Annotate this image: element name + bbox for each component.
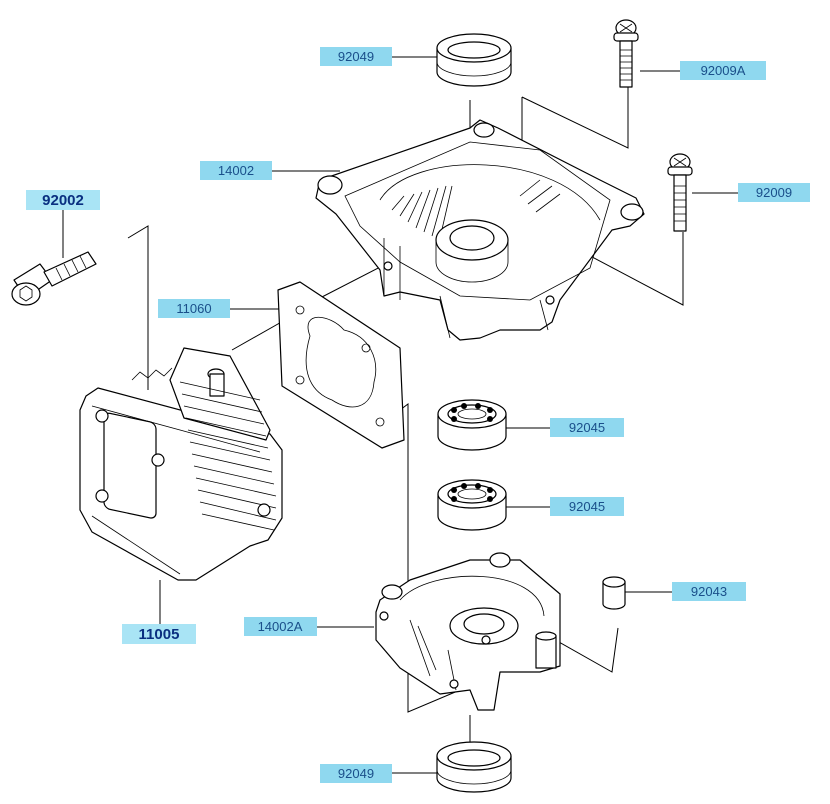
callout-92045-lower[interactable]: 92045 [550,497,624,516]
callout-11060[interactable]: 11060 [158,299,230,318]
svg-text:14002: 14002 [218,163,254,178]
crankcase-upper [315,119,645,341]
callout-92009[interactable]: 92009 [738,183,810,202]
svg-text:92043: 92043 [691,584,727,599]
svg-text:92045: 92045 [569,499,605,514]
callout-14002[interactable]: 14002 [200,161,272,180]
svg-text:92045: 92045 [569,420,605,435]
svg-text:92009A: 92009A [701,63,746,78]
callout-92049-bottom[interactable]: 92049 [320,764,392,783]
bearing-upper [437,399,507,451]
svg-text:11005: 11005 [139,626,180,643]
svg-text:92009: 92009 [756,185,792,200]
callout-92009A[interactable]: 92009A [680,61,766,80]
cap-screw-92002 [11,251,97,306]
callout-14002A[interactable]: 14002A [244,617,317,636]
svg-text:92049: 92049 [338,49,374,64]
callout-92002[interactable]: 92002 [26,190,100,210]
bearing-lower [437,479,507,531]
callout-11005[interactable]: 11005 [122,624,196,644]
svg-text:92002: 92002 [42,192,84,209]
svg-text:11060: 11060 [176,301,211,316]
gasket-11060 [277,281,405,449]
crankcase-lower [375,552,561,711]
svg-text:14002A: 14002A [258,619,303,634]
dowel-pin-92043 [602,576,626,610]
screw-92009 [667,153,693,232]
cylinder-11005 [79,347,283,581]
svg-text:92049: 92049 [338,766,374,781]
oil-seal-bottom [436,741,512,793]
callout-labels: 92049 92009A 14002 92009 92002 11060 920… [26,47,810,783]
screw-92009A [613,19,639,88]
oil-seal-top [436,33,512,87]
callout-92045-upper[interactable]: 92045 [550,418,624,437]
callout-92049-top[interactable]: 92049 [320,47,392,66]
callout-92043[interactable]: 92043 [672,582,746,601]
